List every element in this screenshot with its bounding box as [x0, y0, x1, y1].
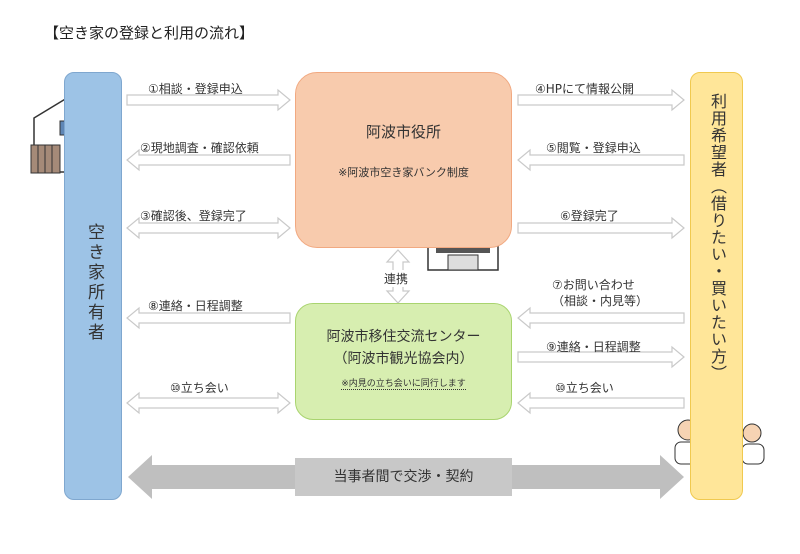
step-8-arrow — [126, 306, 291, 330]
step-3-arrow — [126, 216, 291, 240]
step-9-label: ⑨連絡・日程調整 — [546, 340, 641, 354]
step-7-sub-label: （相談・内見等） — [552, 294, 649, 308]
step-10-right-arrow — [517, 391, 685, 415]
step-5-arrow — [517, 148, 685, 172]
user-label: 利用希望者（借りたい・買いたい方） — [708, 93, 727, 382]
step-6-arrow — [517, 216, 685, 240]
step-1-label: ①相談・登録申込 — [148, 82, 243, 96]
link-label: 連携 — [384, 270, 409, 287]
city-note: ※阿波市空き家バンク制度 — [338, 166, 469, 179]
deal-label: 当事者間で交渉・契約 — [295, 458, 512, 496]
step-7-label: ⑦お問い合わせ — [552, 278, 635, 292]
step-4-arrow — [517, 88, 685, 112]
center-note: ※内見の立ち会いに同行します — [341, 376, 466, 390]
page-title: 【空き家の登録と利用の流れ】 — [44, 24, 255, 42]
step-10-right-label: ⑩立ち会い — [555, 381, 614, 395]
step-9-arrow — [517, 345, 685, 369]
owner-column: 空き家所有者 — [64, 72, 122, 500]
city-office-box: 阿波市役所 ※阿波市空き家バンク制度 — [295, 72, 512, 248]
step-6-label: ⑥登録完了 — [560, 209, 619, 223]
center-name: 阿波市移住交流センター — [326, 329, 481, 345]
owner-label: 空き家所有者 — [84, 223, 104, 343]
step-7-arrow — [517, 306, 685, 330]
step-5-label: ⑤閲覧・登録申込 — [546, 141, 641, 155]
step-4-label: ④HPにて情報公開 — [535, 82, 635, 96]
step-8-label: ⑧連絡・日程調整 — [148, 299, 243, 313]
step-2-label: ②現地調査・確認依頼 — [140, 141, 259, 155]
user-column: 利用希望者（借りたい・買いたい方） — [690, 72, 743, 500]
relocation-center-box: 阿波市移住交流センター （阿波市観光協会内） ※内見の立ち会いに同行します — [295, 303, 512, 420]
step-10-left-label: ⑩立ち会い — [170, 381, 229, 395]
step-3-label: ③確認後、登録完了 — [140, 209, 247, 223]
step-10-left-arrow — [126, 391, 291, 415]
step-1-arrow — [126, 88, 291, 112]
city-name: 阿波市役所 — [365, 123, 441, 141]
center-sub: （阿波市観光協会内） — [333, 351, 474, 367]
step-2-arrow — [126, 148, 291, 172]
